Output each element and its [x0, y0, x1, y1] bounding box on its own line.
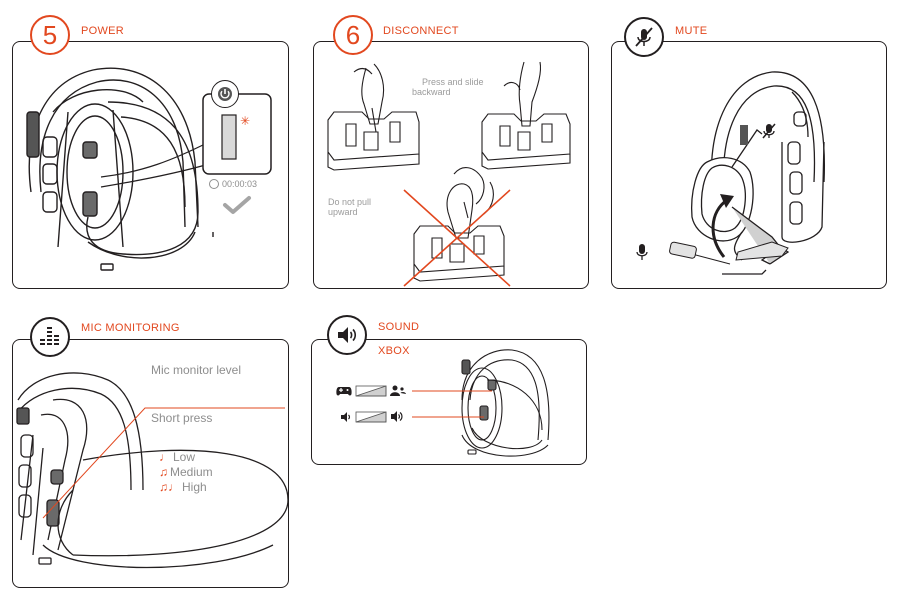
- press-slide-note: Press and slide backward: [412, 77, 484, 97]
- equalizer-icon: [40, 327, 59, 345]
- mic-monitoring-title: MIC MONITORING: [81, 322, 180, 334]
- mic-muted-badge: [624, 17, 664, 57]
- disconnect-frame: Press and slide backward Do not pull upw…: [313, 41, 589, 289]
- equalizer-badge: [30, 317, 70, 357]
- short-press-label: Short press: [151, 411, 213, 425]
- level-high: ♫♩High: [159, 480, 207, 494]
- power-title: POWER: [81, 25, 125, 37]
- speaker-icon: [338, 327, 357, 343]
- sound-frame: [311, 339, 587, 465]
- people-icon: [390, 385, 406, 396]
- base-station-illustrations: [327, 61, 571, 287]
- led-blink-icon: ✳: [240, 114, 251, 128]
- volume-low-icon: [341, 412, 351, 422]
- level-low: ♩Low: [159, 450, 196, 464]
- music-note-icon: ♫♩: [159, 480, 180, 494]
- headset-sound-illustration: [355, 349, 550, 457]
- disconnect-title: DISCONNECT: [383, 25, 459, 37]
- headset-closeup-illustration: [16, 372, 288, 569]
- music-note-icon: ♩: [159, 450, 171, 464]
- headset-front-illustration: [669, 71, 826, 275]
- power-step-badge: 5: [30, 15, 70, 55]
- sound-platform: XBOX: [378, 345, 410, 357]
- mic-icon: [636, 244, 648, 260]
- disconnect-step-badge: 6: [333, 15, 373, 55]
- mic-muted-icon: [762, 123, 776, 139]
- sound-title: SOUND: [378, 321, 420, 333]
- power-icon: [211, 80, 239, 108]
- mute-title: MUTE: [675, 25, 708, 37]
- no-pull-note: Do not pull upward: [328, 197, 372, 217]
- timer-readout: 00:00:03: [209, 179, 257, 189]
- power-frame: ✳ 00:00:03: [12, 41, 289, 289]
- gamepad-icon: [336, 387, 352, 396]
- mute-badge-icon: [635, 27, 653, 47]
- clock-icon: [209, 179, 219, 189]
- mic-monitoring-frame: Mic monitor level Short press ♩Low ♫Medi…: [12, 339, 289, 588]
- level-medium: ♫Medium: [159, 465, 213, 479]
- speaker-badge: [327, 315, 367, 355]
- mute-frame: [611, 41, 887, 289]
- headset-side-illustration: [26, 67, 272, 271]
- volume-high-icon: [391, 411, 403, 422]
- mic-monitor-level-label: Mic monitor level: [151, 363, 242, 377]
- checkmark-icon: [223, 196, 251, 214]
- music-note-icon: ♫: [159, 465, 168, 479]
